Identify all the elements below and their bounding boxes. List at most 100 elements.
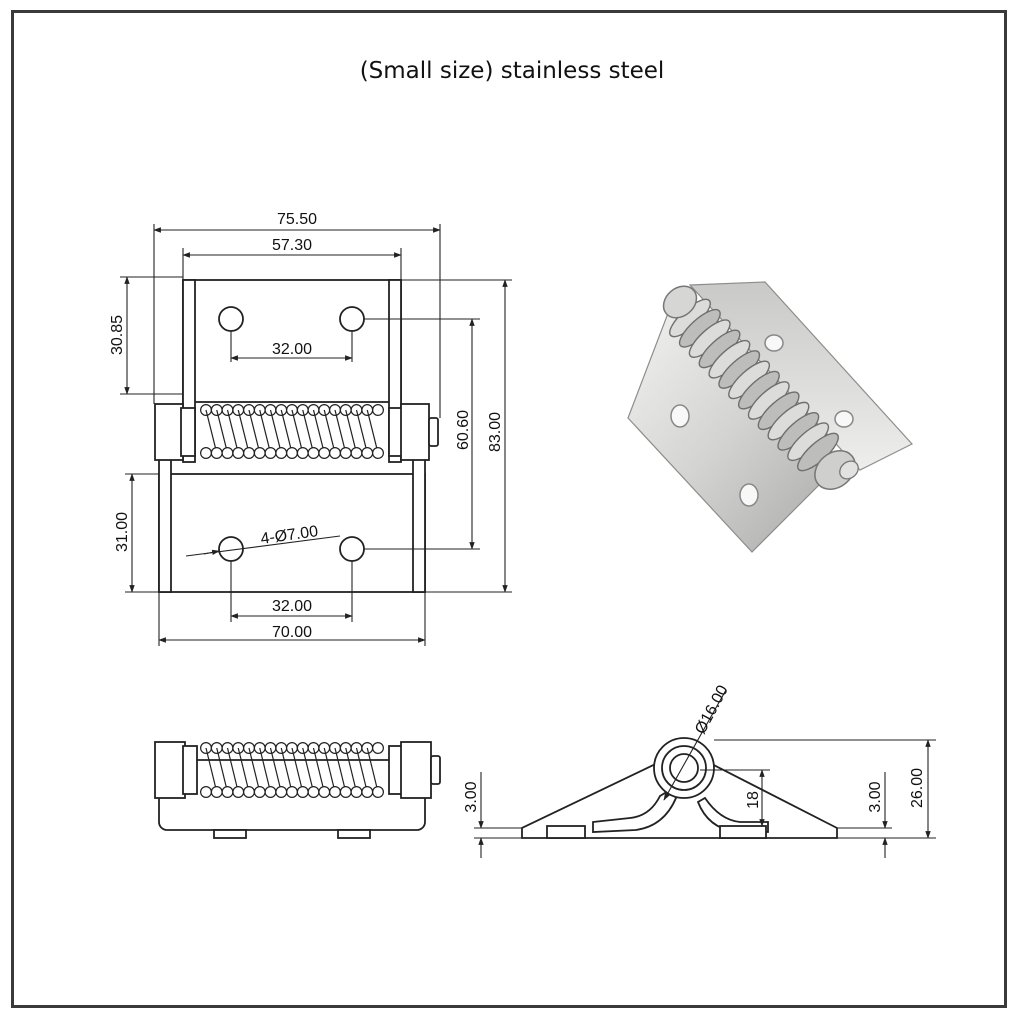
profile-foot-right [719,825,767,839]
photo-hole-1 [670,404,690,428]
coil-wire [355,747,368,793]
coil-bottom [264,786,277,798]
coil-bottom [329,786,341,798]
dim-hole-center-distance: 60.60 [455,410,472,450]
coil-bottom [243,447,255,459]
dim-overall-height: 83.00 [487,412,504,452]
coil-wire [226,747,239,793]
coil-bottom [361,447,374,459]
coil-bottom [318,786,331,798]
dim-bottom-leaf-height: 31.00 [114,512,131,552]
side-profile-view: Ø16.00 26.00 18 3.00 3.00 [463,683,936,858]
coil-bottom [253,447,266,459]
coil-bottom [307,447,320,459]
coil-wire [334,409,347,454]
profile-foot-left [546,825,586,839]
product-photo [627,281,913,553]
top-leaf [182,279,402,403]
top-view-foot-right [337,829,371,839]
coil-wire [355,409,368,454]
coil-top [372,742,384,754]
coil-wire [205,409,218,454]
coil-bottom [200,447,212,459]
coil-bottom [286,786,298,798]
hole-bottom-right [339,536,365,562]
coil-bottom [372,786,384,798]
knuckle-right [400,403,430,461]
spring [200,404,384,459]
pin-end [428,417,439,447]
dim-axis-height: 18 [745,791,762,809]
coil-wire [323,409,336,454]
coil-wire [291,747,304,793]
coil-bottom [221,786,234,798]
page-title: (Small size) stainless steel [359,58,665,84]
photo-end-cap-top [662,285,698,319]
top-view-foot-left [213,829,247,839]
coil-wire [216,747,229,793]
coil-wire [280,409,293,454]
barrel-inner [669,753,699,783]
coil-wire [345,409,358,454]
coil-bottom [361,786,374,798]
coil-bottom [329,447,341,459]
coil-bottom [264,447,277,459]
coil-wire [366,409,379,454]
profile-leaf-tab-right [696,796,769,833]
coil-wire [237,409,250,454]
coil-wire [248,409,261,454]
dim-hole-span-outer: 57.30 [272,237,312,254]
top-view-knuckle-left [154,741,186,799]
coil-bottom [210,786,223,798]
hole-top-left [218,306,244,332]
coil-bottom [253,786,266,798]
coil-wire [237,747,250,793]
top-view [154,741,441,839]
coil-bottom [275,786,288,798]
coil-wire [366,747,379,793]
coil-bottom [307,786,320,798]
coil-bottom [296,786,309,798]
coil-bottom [275,447,288,459]
coil-wire [259,747,272,793]
coil-wire [259,409,272,454]
dim-top-leaf-height: 30.85 [109,315,126,355]
knuckle-left-inner [180,407,196,457]
coil-bottom [200,786,212,798]
coil-bottom [243,786,255,798]
dim-overall-profile-height: 26.00 [909,768,926,808]
dim-hole-spacing-top: 32.00 [272,341,312,358]
hole-top-right [339,306,365,332]
dim-barrel-diameter: Ø16.00 [692,683,732,737]
coil-bottom [286,447,298,459]
front-view: 75.50 57.30 32.00 30.85 31.00 60.60 83.0… [109,211,512,646]
dim-leaf-width: 70.00 [272,624,312,641]
top-view-knuckle-right [400,741,432,799]
top-view-spring [200,742,384,798]
dim-thickness-right: 3.00 [867,781,884,812]
coil-wire [291,409,304,454]
bottom-leaf-flange-right [412,439,426,593]
top-view-knuckle-left-inner [182,745,198,795]
coil-wire [248,747,261,793]
coil-wire [226,409,239,454]
bottom-leaf [158,473,426,593]
coil-wire [302,747,315,793]
coil-bottom [350,447,363,459]
photo-hole-4 [834,410,854,428]
coil-bottom [232,786,245,798]
coil-bottom [372,447,384,459]
dim-thickness-left: 3.00 [463,781,480,812]
photo-hole-3 [764,334,784,352]
coil-wire [269,747,282,793]
coil-wire [312,409,325,454]
photo-pin-end [839,460,859,480]
photo-hole-2 [739,483,759,507]
photo-end-cap-bottom [814,450,856,490]
coil-bottom [221,447,234,459]
photo-spring [669,298,839,472]
dim-hole-spacing-bottom: 32.00 [272,598,312,615]
coil-top [372,404,384,416]
coil-wire [323,747,336,793]
